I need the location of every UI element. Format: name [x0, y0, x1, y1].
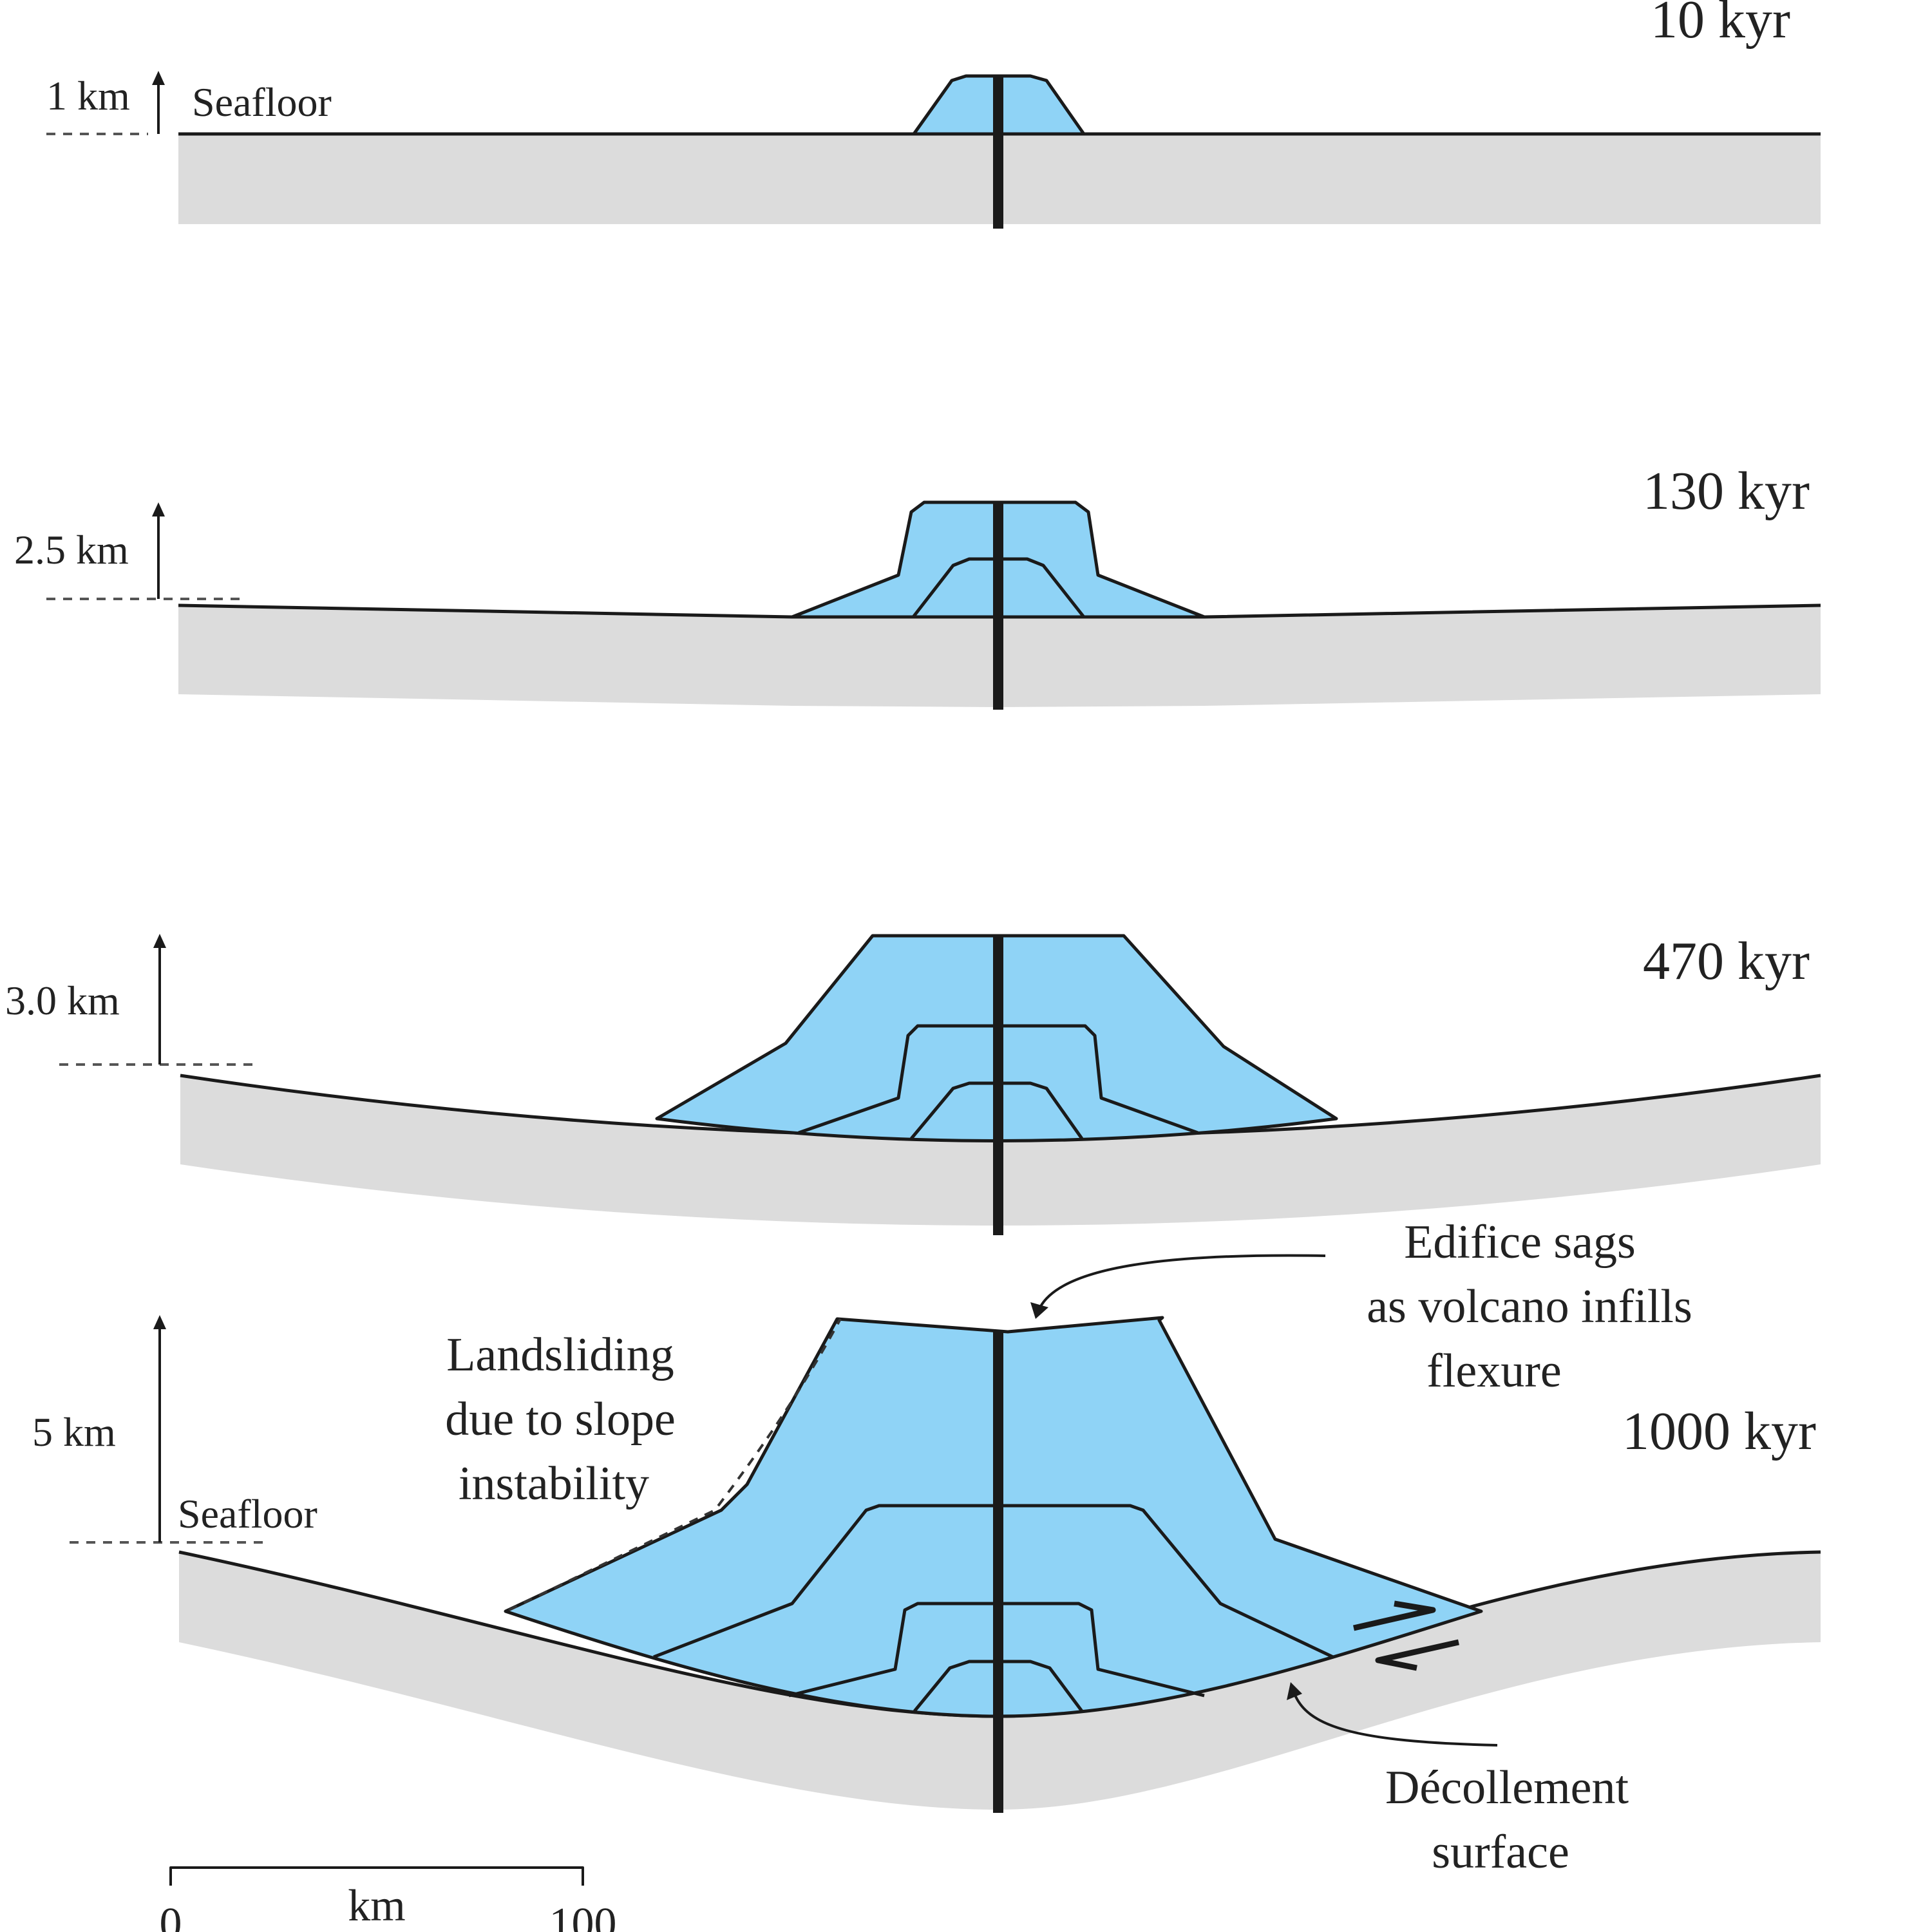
- annotation-line: Landsliding: [446, 1329, 674, 1381]
- scale-bar-line: [169, 1866, 584, 1886]
- annotation-line: Edifice sags: [1404, 1216, 1636, 1269]
- time-label: 470 kyr: [1643, 931, 1810, 991]
- decollement-pointer: [1293, 1693, 1498, 1747]
- time-label: 1000 kyr: [1622, 1401, 1816, 1461]
- landslide-scar: [508, 1318, 842, 1611]
- height-label: 1 km: [46, 73, 130, 118]
- annotation-line: Décollement: [1385, 1761, 1629, 1814]
- annotation-line: as volcano infills: [1367, 1280, 1692, 1333]
- annotation-edifice-sags: Edifice sags as volcano infills flexure: [1030, 1216, 1692, 1397]
- height-arrow-head: [152, 502, 165, 516]
- decollement-pointer-head: [1287, 1682, 1302, 1700]
- height-arrow-head: [153, 1315, 166, 1329]
- seafloor-label: Seafloor: [192, 79, 332, 125]
- time-label: 10 kyr: [1651, 0, 1790, 50]
- scale-bar-unit: km: [348, 1881, 405, 1931]
- height-arrow-head: [153, 934, 166, 948]
- scale-bar-max: 100: [549, 1899, 617, 1932]
- panel-10kyr: 1 km Seafloor 10 kyr: [46, 0, 1821, 229]
- height-arrow-head: [152, 71, 165, 85]
- edifice-pointer-head: [1030, 1302, 1048, 1319]
- annotation-line: flexure: [1426, 1345, 1562, 1397]
- panel-470kyr: 3.0 km 470 kyr: [5, 931, 1821, 1235]
- edifice-pointer: [1039, 1254, 1326, 1308]
- time-label: 130 kyr: [1643, 461, 1810, 521]
- height-label: 2.5 km: [14, 527, 129, 573]
- height-label: 5 km: [32, 1409, 116, 1455]
- seafloor-label: Seafloor: [178, 1491, 317, 1537]
- annotation-line: surface: [1432, 1826, 1569, 1879]
- annotation-decollement: Décollement surface: [1287, 1682, 1629, 1879]
- slip-arrow-upper: [1353, 1600, 1436, 1631]
- panel-130kyr: 2.5 km 130 kyr: [14, 461, 1821, 710]
- scale-bar-min: 0: [160, 1899, 182, 1932]
- slip-arrow-lower: [1375, 1639, 1459, 1671]
- panel-1000kyr: 5 km Seafloor 1000 kyr Landsliding due t…: [32, 1216, 1821, 1879]
- height-label: 3.0 km: [5, 978, 120, 1023]
- growth-contour-outer: [653, 1504, 1334, 1659]
- annotation-landsliding: Landsliding due to slope instability: [445, 1329, 676, 1510]
- scale-bar: km 0 100: [160, 1866, 617, 1932]
- annotation-line: due to slope: [445, 1393, 676, 1446]
- annotation-line: instability: [459, 1457, 649, 1510]
